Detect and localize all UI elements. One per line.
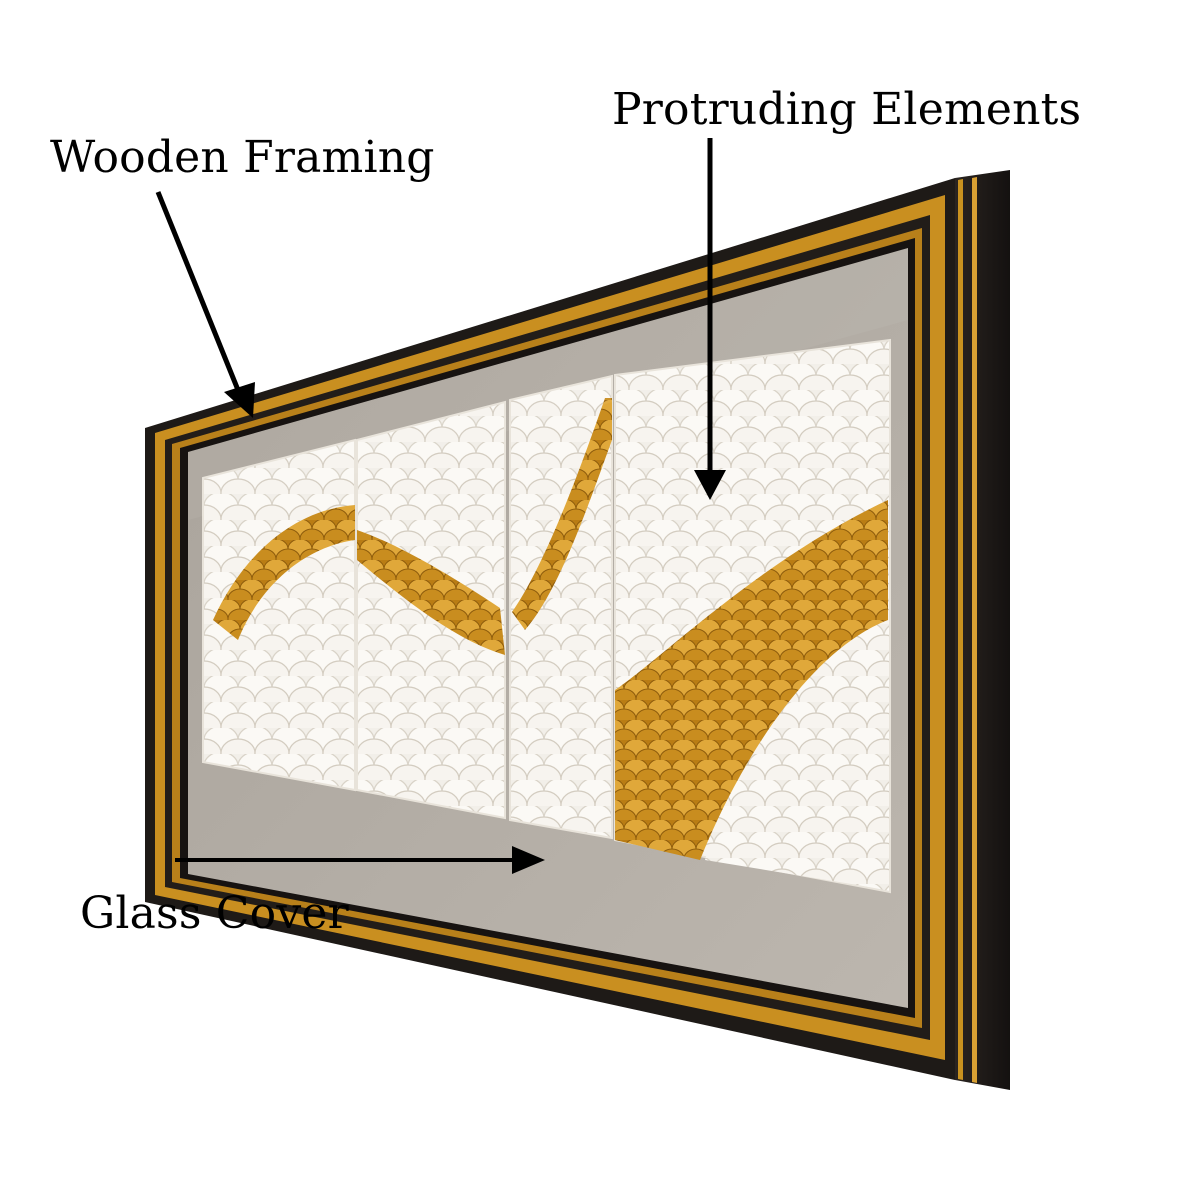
artwork-panel-3	[509, 374, 613, 840]
frame-side-face	[955, 170, 1010, 1090]
arrow-to-scales	[694, 138, 726, 500]
artwork-panel-2	[356, 400, 506, 820]
gold-band-1	[213, 505, 355, 640]
annotation-arrows	[155, 138, 726, 874]
frame-side-gold-stripe-2	[972, 177, 977, 1083]
white-scales-lower-right	[705, 650, 888, 890]
artwork-panel-1	[202, 438, 356, 792]
glass-cover-label: Glass Cover	[80, 888, 349, 939]
gold-band-3	[512, 398, 612, 630]
artwork-panels	[202, 338, 891, 894]
artwork-panel-4	[614, 338, 891, 894]
arrow-to-glass	[175, 846, 545, 874]
wooden-framing-label: Wooden Framing	[50, 132, 435, 183]
arrow-to-frame	[155, 191, 255, 418]
gold-band-2	[357, 530, 505, 655]
gold-band-4	[615, 500, 888, 860]
protruding-elements-label: Protruding Elements	[612, 84, 1082, 135]
frame-side-gold-stripe-1	[958, 179, 963, 1080]
glass-reflection	[188, 248, 908, 520]
